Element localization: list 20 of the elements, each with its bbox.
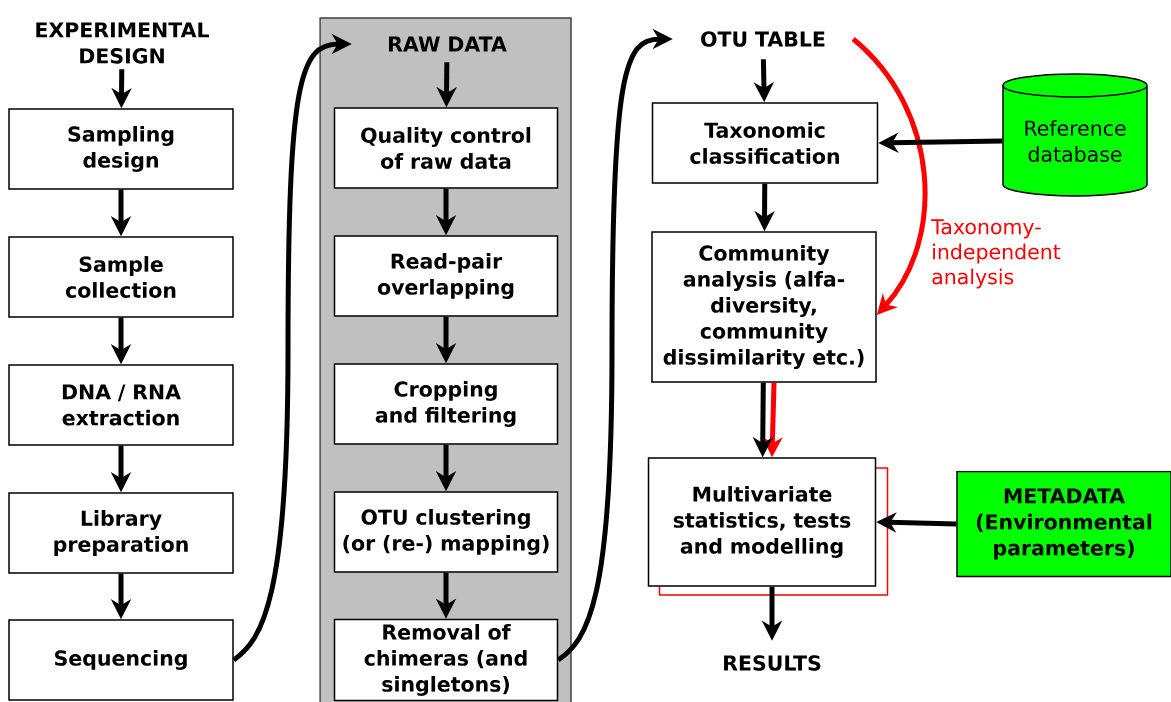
stacked-box: Multivariate statistics, tests and modelling bbox=[647, 457, 889, 596]
process-box: Sample collection bbox=[8, 236, 234, 318]
process-box: Removal of chimeras (and singletons) bbox=[333, 618, 559, 702]
heading-text: RAW DATA bbox=[389, 36, 507, 52]
process-box: Library preparation bbox=[8, 492, 234, 574]
process-box: Sampling design bbox=[8, 108, 234, 190]
heading-text: RESULTS bbox=[724, 655, 821, 671]
database-cylinder: Reference database bbox=[1002, 73, 1148, 197]
process-box: OTU clustering (or (re-) mapping) bbox=[333, 491, 559, 573]
edge-label: Taxonomy-independent analysis bbox=[931, 219, 1061, 289]
process-box: DNA / RNA extraction bbox=[8, 364, 234, 446]
process-box: Taxonomic classification bbox=[651, 102, 879, 184]
process-box: Read-pair overlapping bbox=[333, 235, 559, 317]
heading-text: OTU TABLE bbox=[701, 31, 825, 47]
input-box: METADATA (Environmental parameters) bbox=[956, 470, 1171, 578]
process-box: Community analysis (alfa-diversity, community dissimilarity etc.) bbox=[651, 231, 877, 383]
process-box: Sequencing bbox=[8, 619, 234, 701]
heading-text: EXPERIMENTAL DESIGN bbox=[36, 22, 209, 64]
process-box: Quality control of raw data bbox=[333, 107, 559, 189]
process-box: Cropping and filtering bbox=[333, 363, 559, 445]
